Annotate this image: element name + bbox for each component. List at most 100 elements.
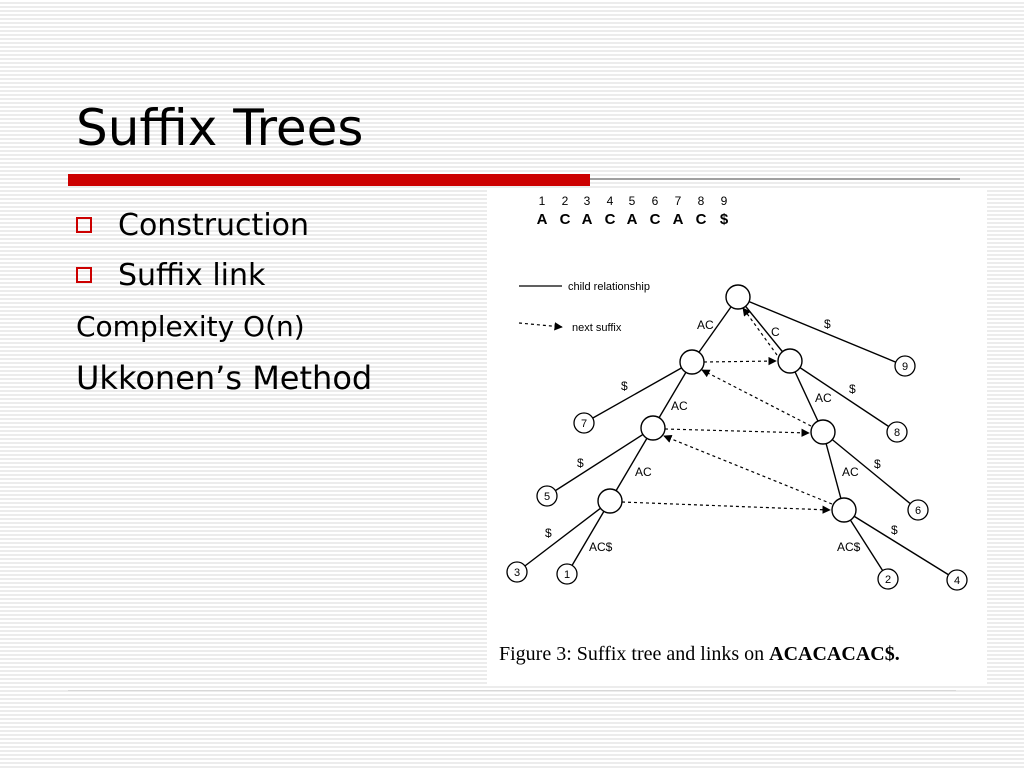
leaf-node: 6 xyxy=(907,499,929,521)
sequence-char: A xyxy=(582,211,593,228)
suffix-link-arrow xyxy=(703,356,777,366)
leaf-label: 8 xyxy=(894,427,900,439)
suffix-tree-figure: 1 2 3 4 5 6 7 8 9 A C A C A C A C $ chil… xyxy=(487,190,987,684)
edge-label: AC$ xyxy=(589,540,613,554)
tree-edge xyxy=(789,360,824,433)
edge-label: $ xyxy=(891,523,898,537)
tree-edge xyxy=(843,509,889,580)
legend-suffix-label: next suffix xyxy=(572,322,622,334)
internal-node xyxy=(810,419,836,445)
sequence-char: C xyxy=(650,211,661,228)
leaf-label: 7 xyxy=(581,418,587,430)
leaf-label: 6 xyxy=(915,505,921,517)
leaf-node: 9 xyxy=(894,355,916,377)
footer-rule xyxy=(68,690,956,691)
leaf-node: 5 xyxy=(536,485,558,507)
slide-title: Suffix Trees xyxy=(76,99,364,157)
sequence-char: C xyxy=(605,211,616,228)
title-rule-grey xyxy=(590,178,960,180)
suffix-link-arrow xyxy=(701,369,812,427)
internal-node xyxy=(597,488,623,514)
internal-node xyxy=(725,284,751,310)
leaf-label: 5 xyxy=(544,491,550,503)
position-number: 1 xyxy=(539,194,546,208)
leaf-label: 9 xyxy=(902,361,908,373)
legend-dashed-arrow xyxy=(518,322,563,331)
leaf-node: 1 xyxy=(556,563,578,585)
tree-edge xyxy=(516,500,611,573)
edge-label: $ xyxy=(824,317,831,331)
position-number: 7 xyxy=(675,194,682,208)
tree-edge xyxy=(546,427,654,497)
suffix-links xyxy=(621,307,833,514)
sequence-char: $ xyxy=(720,211,729,228)
edge-label: AC xyxy=(635,465,652,479)
legend-child-label: child relationship xyxy=(568,281,650,293)
leaf-node: 8 xyxy=(886,421,908,443)
edge-label: AC xyxy=(671,399,688,413)
tree-edges xyxy=(516,296,958,581)
internal-node xyxy=(831,497,857,523)
sequence-char: A xyxy=(627,211,638,228)
figure-caption: Figure 3: Suffix tree and links on ACACA… xyxy=(499,643,900,665)
caption-string: ACACACAC$. xyxy=(769,643,900,665)
internal-nodes xyxy=(597,284,857,523)
leaf-label: 4 xyxy=(954,575,960,587)
tree-edge xyxy=(566,500,611,575)
edge-label: AC xyxy=(842,465,859,479)
suffix-tree-diagram: 1 2 3 4 5 6 7 8 9 A C A C A C A C $ chil… xyxy=(499,194,968,665)
internal-node xyxy=(679,349,705,375)
square-bullet-icon xyxy=(76,267,92,283)
slide-content: Construction Suffix link Complexity O(n)… xyxy=(76,200,372,404)
edge-label: AC xyxy=(697,318,714,332)
text-line: Complexity O(n) xyxy=(76,309,305,343)
position-number: 4 xyxy=(607,194,614,208)
position-number: 9 xyxy=(721,194,728,208)
bullet-item: Construction xyxy=(76,200,372,250)
legend: child relationship next suffix xyxy=(518,281,650,334)
position-number: 2 xyxy=(562,194,569,208)
sequence-char: A xyxy=(537,211,548,228)
tree-edge xyxy=(652,361,693,429)
bullet-text: Suffix link xyxy=(118,257,266,293)
leaf-node: 7 xyxy=(573,412,595,434)
edge-label: $ xyxy=(545,526,552,540)
edge-label: C xyxy=(771,325,780,339)
position-number: 5 xyxy=(629,194,636,208)
suffix-link-arrow xyxy=(742,307,778,356)
leaf-label: 2 xyxy=(885,574,891,586)
tree-edge xyxy=(843,509,958,581)
edge-label: $ xyxy=(577,456,584,470)
suffix-link-arrow xyxy=(621,501,831,514)
tree-edge xyxy=(583,361,693,424)
leaf-node: 3 xyxy=(506,561,528,583)
tree-edge xyxy=(789,360,898,433)
internal-node xyxy=(640,415,666,441)
sequence-char: C xyxy=(696,211,707,228)
sequence-characters: A C A C A C A C $ xyxy=(537,211,729,228)
text-line: Ukkonen’s Method xyxy=(76,359,373,397)
tree-edge xyxy=(822,431,919,511)
position-numbers: 1 2 3 4 5 6 7 8 9 xyxy=(539,194,728,208)
internal-node xyxy=(777,348,803,374)
edge-label: $ xyxy=(849,382,856,396)
caption-prefix: Figure 3: Suffix tree and links on xyxy=(499,643,769,665)
bullet-item: Suffix link xyxy=(76,250,372,300)
sequence-char: C xyxy=(560,211,571,228)
tree-edge xyxy=(691,296,739,363)
suffix-link-arrow xyxy=(663,434,833,505)
title-rule-red xyxy=(68,174,590,186)
edge-label: AC$ xyxy=(837,540,861,554)
edge-labels: AC C $ $ AC AC $ $ AC AC $ $ AC$ AC$ $ xyxy=(545,317,898,554)
tree-edge xyxy=(737,296,906,367)
position-number: 6 xyxy=(652,194,659,208)
position-number: 8 xyxy=(698,194,705,208)
sequence-char: A xyxy=(673,211,684,228)
suffix-link-arrow xyxy=(664,428,810,437)
tree-edge xyxy=(822,431,845,511)
square-bullet-icon xyxy=(76,217,92,233)
bullet-text: Construction xyxy=(118,207,310,243)
leaf-node: 4 xyxy=(946,569,968,591)
leaf-nodes: 1 2 3 4 5 6 7 8 xyxy=(506,355,968,591)
leaf-label: 1 xyxy=(564,569,570,581)
